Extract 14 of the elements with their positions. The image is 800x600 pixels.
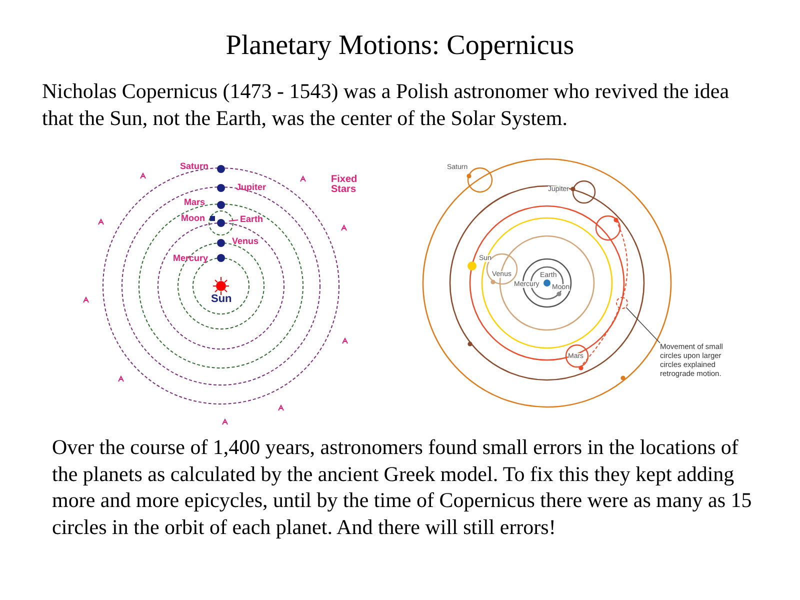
- planet-label: Mercury: [173, 254, 208, 263]
- body-paragraph: Over the course of 1,400 years, astronomers found small errors in the locations of the planets as calculated by the ancient Greek model. To fix this they kept adding more and more epicycles, until by the time of Copernicus there were as many as 15 circles in the orbit of each planet. And there will still errors!: [52, 434, 753, 541]
- planet-label: Jupiter: [236, 183, 266, 192]
- sun-label: Sun: [211, 294, 232, 305]
- planet-label: Mars: [184, 198, 206, 207]
- planet-label: Venus: [232, 237, 259, 246]
- title: Planetary Motions: Copernicus: [224, 32, 576, 60]
- planet-label: Moon: [181, 214, 205, 223]
- planet-label: Earth: [240, 215, 264, 224]
- fixed-stars-label: Fixed Stars: [331, 175, 358, 195]
- planet-label: Saturn: [180, 162, 209, 171]
- dashed-circle: [616, 297, 628, 309]
- leader-line: [626, 306, 660, 344]
- intro-paragraph: Nicholas Copernicus (1473 - 1543) was a Polish astronomer who revived the idea that the Sun, not the Earth, was the center of the Solar System.: [42, 78, 730, 132]
